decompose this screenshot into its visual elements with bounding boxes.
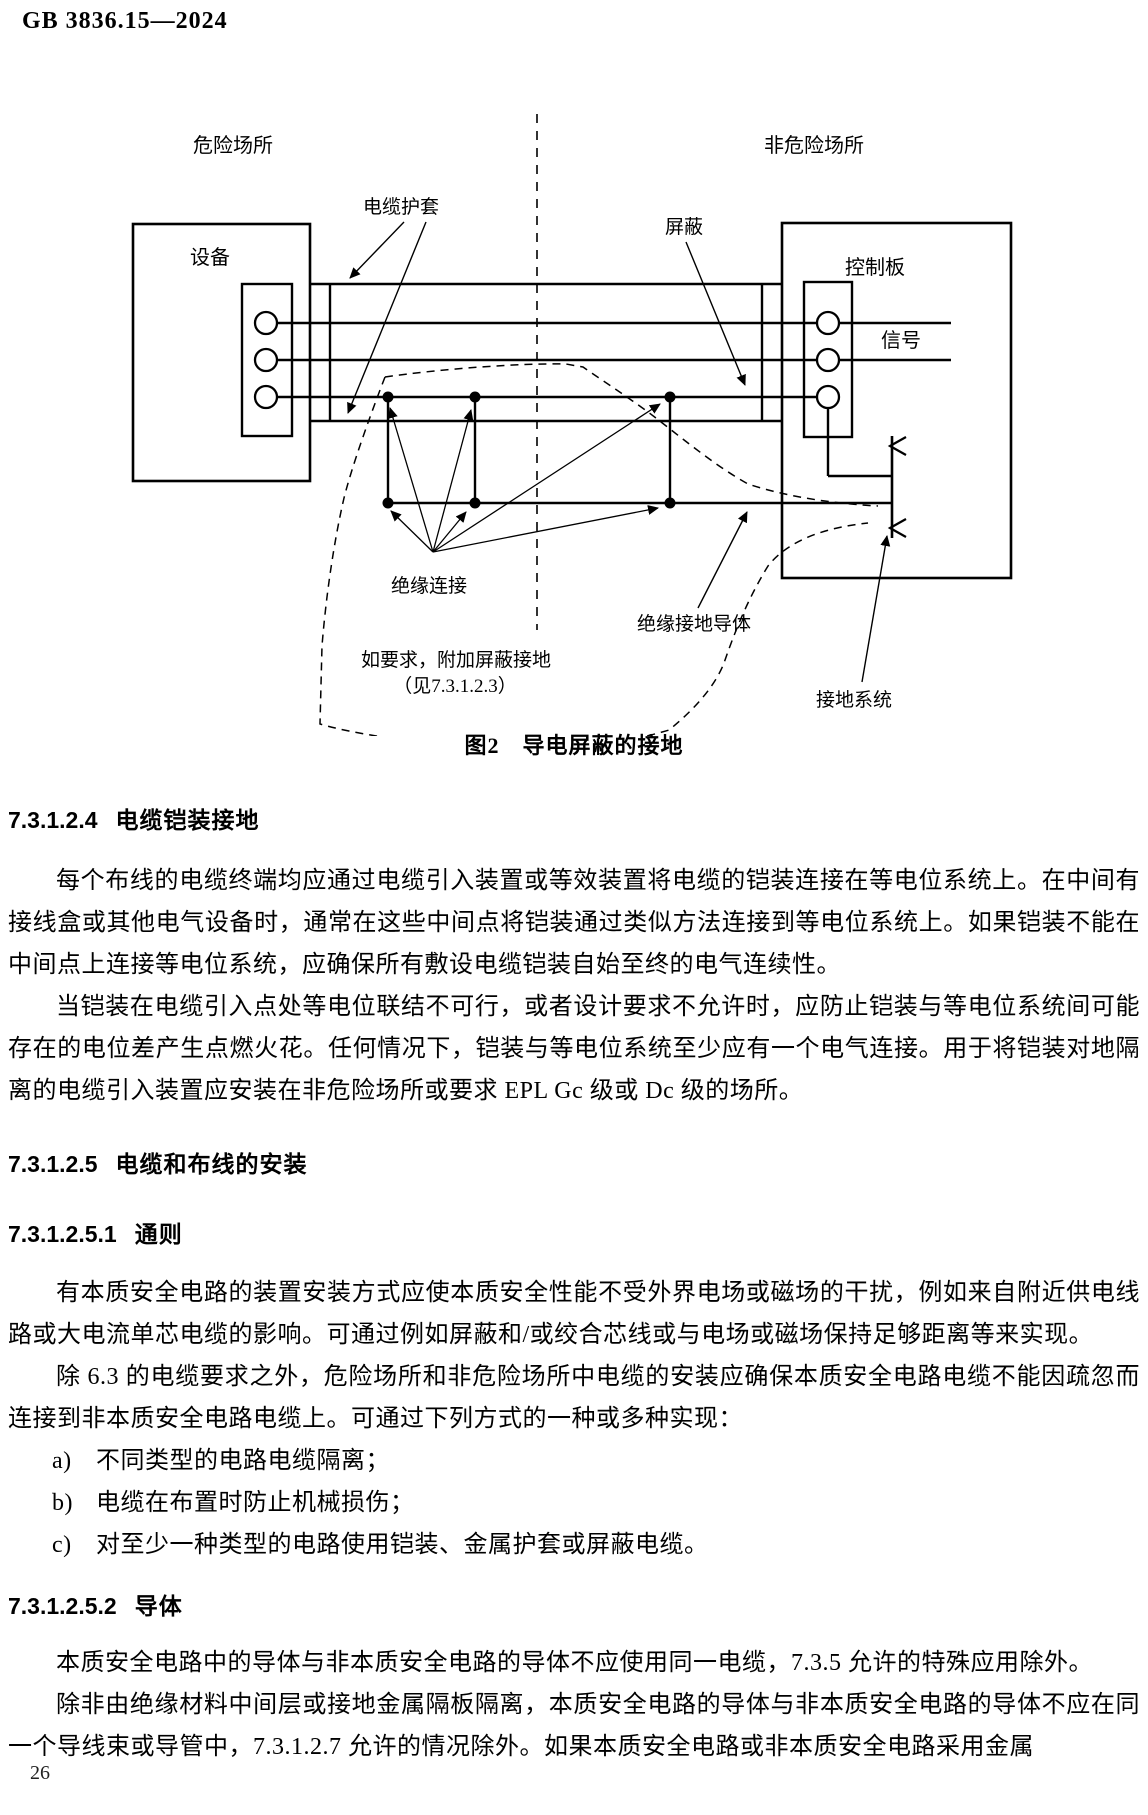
junction-dot xyxy=(664,391,676,403)
cable-sheath-arrow-2 xyxy=(347,221,427,414)
shield-arrow xyxy=(685,241,746,386)
list-text: 不同类型的电路电缆隔离； xyxy=(96,1448,390,1474)
paragraph: 除 6.3 的电缆要求之外，危险场所和非危险场所中电缆的安装应确保本质安全电路电… xyxy=(8,1364,1140,1432)
junction-dot xyxy=(382,391,394,403)
equipment-terminal-2 xyxy=(253,347,279,373)
grounding-diagram-svg: 危险场所 非危险场所 设备 控制板 xyxy=(131,114,1013,752)
insulated-connection-arrow xyxy=(432,505,659,553)
optional-grounding-note-line1: 如要求，附加屏蔽接地 xyxy=(361,649,551,671)
section-heading-7-3-1-2-5: 7.3.1.2.5 电缆和布线的安装 xyxy=(0,1148,1148,1180)
cable-sheath-arrow-1 xyxy=(349,221,405,279)
paragraph: 当铠装在电缆引入点处等电位联结不可行，或者设计要求不允许时，应防止铠装与等电位系… xyxy=(8,994,1140,1104)
body-content: 图2 导电屏蔽的接地 7.3.1.2.4 电缆铠装接地 每个布线的电缆终端均应通过… xyxy=(0,728,1148,1768)
page-number: 26 xyxy=(30,1762,50,1784)
equipment-box xyxy=(131,222,312,483)
ground-mark-bottom xyxy=(887,518,907,538)
insulated-connection-arrow xyxy=(432,409,474,553)
method-list: a) 不同类型的电路电缆隔离； b) 电缆在布置时防止机械损伤； c) 对至少一种类型… xyxy=(0,1440,1148,1566)
list-item-a: a) 不同类型的电路电缆隔离； xyxy=(52,1440,1140,1482)
insulated-connection-arrow xyxy=(432,511,467,553)
insulated-ground-conductor-label: 绝缘接地导体 xyxy=(637,613,751,635)
signal-label: 信号 xyxy=(881,329,921,352)
section-title: 电缆和布线的安装 xyxy=(115,1151,308,1177)
insulated-connection-label: 绝缘连接 xyxy=(391,575,467,597)
section-title: 通则 xyxy=(134,1221,183,1247)
panel-terminal-2 xyxy=(815,347,841,373)
section-heading-7-3-1-2-5-1: 7.3.1.2.5.1 通则 xyxy=(0,1218,1148,1250)
shield-label: 屏蔽 xyxy=(665,216,703,238)
equipment-terminal-1 xyxy=(253,310,279,336)
list-text: 对至少一种类型的电路使用铠装、金属护套或屏蔽电缆。 xyxy=(96,1532,709,1558)
panel-terminal-1 xyxy=(815,310,841,336)
junction-dot xyxy=(469,391,481,403)
insulated-connection-arrow xyxy=(388,407,434,553)
junction-dot xyxy=(469,497,481,509)
paragraph: 除非由绝缘材料中间层或接地金属隔板隔离，本质安全电路的导体与非本质安全电路的导体… xyxy=(8,1692,1140,1760)
junction-dot xyxy=(382,497,394,509)
non-hazard-area-label: 非危险场所 xyxy=(764,134,864,157)
panel-terminal-3 xyxy=(815,384,841,410)
section-heading-7-3-1-2-5-2: 7.3.1.2.5.2 导体 xyxy=(0,1590,1148,1622)
control-panel-box xyxy=(780,221,1013,580)
section-number: 7.3.1.2.5.2 xyxy=(8,1593,117,1619)
optional-grounding-dashed-outline xyxy=(384,363,879,507)
paragraph: 本质安全电路中的导体与非本质安全电路的导体不应使用同一电缆，7.3.5 允许的特… xyxy=(56,1650,1093,1676)
paragraph: 每个布线的电缆终端均应通过电缆引入装置或等效装置将电缆的铠装连接在等电位系统上。… xyxy=(8,868,1140,978)
equipment-terminal-3 xyxy=(253,384,279,410)
junction-dot xyxy=(664,497,676,509)
list-marker: b) xyxy=(52,1490,73,1516)
section-number: 7.3.1.2.5.1 xyxy=(8,1221,117,1247)
optional-grounding-note-line2: （见7.3.1.2.3） xyxy=(393,675,517,697)
hazard-area-label: 危险场所 xyxy=(193,134,273,157)
section-heading-7-3-1-2-4: 7.3.1.2.4 电缆铠装接地 xyxy=(0,804,1148,836)
standard-number: GB 3836.15—2024 xyxy=(22,8,228,34)
section-number: 7.3.1.2.5 xyxy=(8,1151,98,1177)
grounding-system-arrow xyxy=(861,535,891,683)
ground-mark-top xyxy=(887,436,907,456)
section-title: 电缆铠装接地 xyxy=(115,807,260,833)
figure-2-diagram: 危险场所 非危险场所 设备 控制板 xyxy=(0,36,1148,752)
list-item-c: c) 对至少一种类型的电路使用铠装、金属护套或屏蔽电缆。 xyxy=(52,1524,1140,1566)
list-text: 电缆在布置时防止机械损伤； xyxy=(96,1490,415,1516)
section-title: 导体 xyxy=(134,1593,183,1619)
insulated-connection-arrow xyxy=(432,403,661,553)
cable-sheath-label: 电缆护套 xyxy=(363,196,439,218)
grounding-system-label: 接地系统 xyxy=(816,689,892,711)
section-number: 7.3.1.2.4 xyxy=(8,807,98,833)
control-panel-label: 控制板 xyxy=(845,256,905,279)
list-marker: c) xyxy=(52,1532,72,1558)
insulated-ground-conductor-arrow xyxy=(697,511,748,609)
equipment-label: 设备 xyxy=(190,246,230,269)
paragraph: 有本质安全电路的装置安装方式应使本质安全性能不受外界电场或磁场的干扰，例如来自附… xyxy=(8,1280,1140,1348)
figure-caption: 图2 导电屏蔽的接地 xyxy=(464,733,684,758)
list-marker: a) xyxy=(52,1448,72,1474)
insulated-connection-arrow xyxy=(390,510,434,553)
list-item-b: b) 电缆在布置时防止机械损伤； xyxy=(52,1482,1140,1524)
